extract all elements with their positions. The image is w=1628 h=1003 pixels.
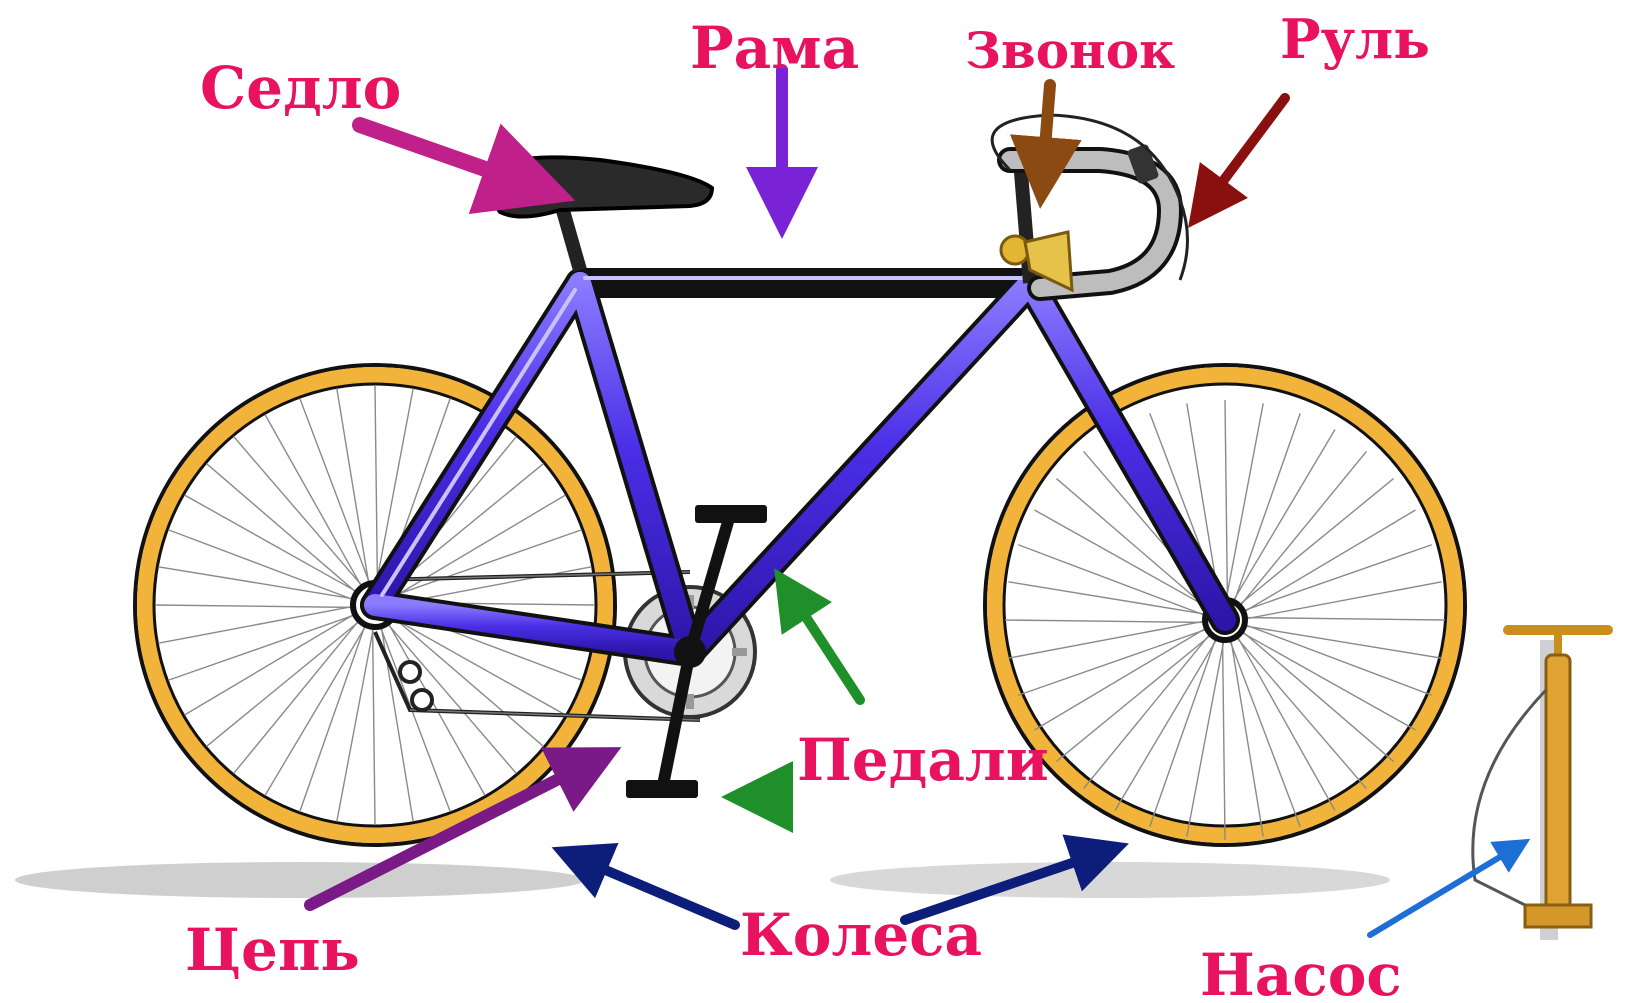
spoke (1238, 510, 1415, 615)
spoke (1084, 629, 1215, 789)
spoke (265, 618, 370, 795)
spoke (1222, 634, 1225, 840)
spoke (1115, 633, 1220, 810)
ground-shadow-rear (15, 862, 585, 898)
label-chain: Цепь (185, 916, 360, 984)
label-bell: Звонок (965, 21, 1175, 80)
spoke (155, 605, 361, 608)
spoke (1230, 429, 1335, 606)
spoke (234, 614, 365, 774)
spoke (1005, 620, 1211, 623)
pump (1473, 630, 1608, 940)
spoke (1239, 617, 1445, 620)
spoke (1234, 479, 1394, 610)
spoke (1225, 400, 1228, 606)
label-handlebar: Руль (1280, 7, 1430, 71)
arrow-handlebar (1200, 98, 1285, 212)
spoke (1236, 451, 1367, 611)
spoke (1056, 631, 1216, 762)
spoke (375, 385, 378, 591)
spoke (206, 616, 366, 747)
label-saddle: Седло (200, 54, 401, 122)
arrow-wheels-left (570, 855, 735, 925)
label-pump: Насос (1200, 941, 1402, 1003)
spoke (1034, 625, 1211, 730)
label-frame: Рама (690, 14, 859, 82)
arrow-saddle (360, 125, 545, 190)
arrow-bell (1042, 85, 1050, 185)
label-pedals: Педали (797, 726, 1049, 794)
saddle (494, 157, 712, 270)
label-wheels: Колеса (740, 901, 982, 969)
ground-shadow-front (830, 862, 1390, 898)
spoke (372, 619, 375, 825)
arrow-pedals-top (785, 585, 860, 700)
spoke (184, 610, 361, 715)
